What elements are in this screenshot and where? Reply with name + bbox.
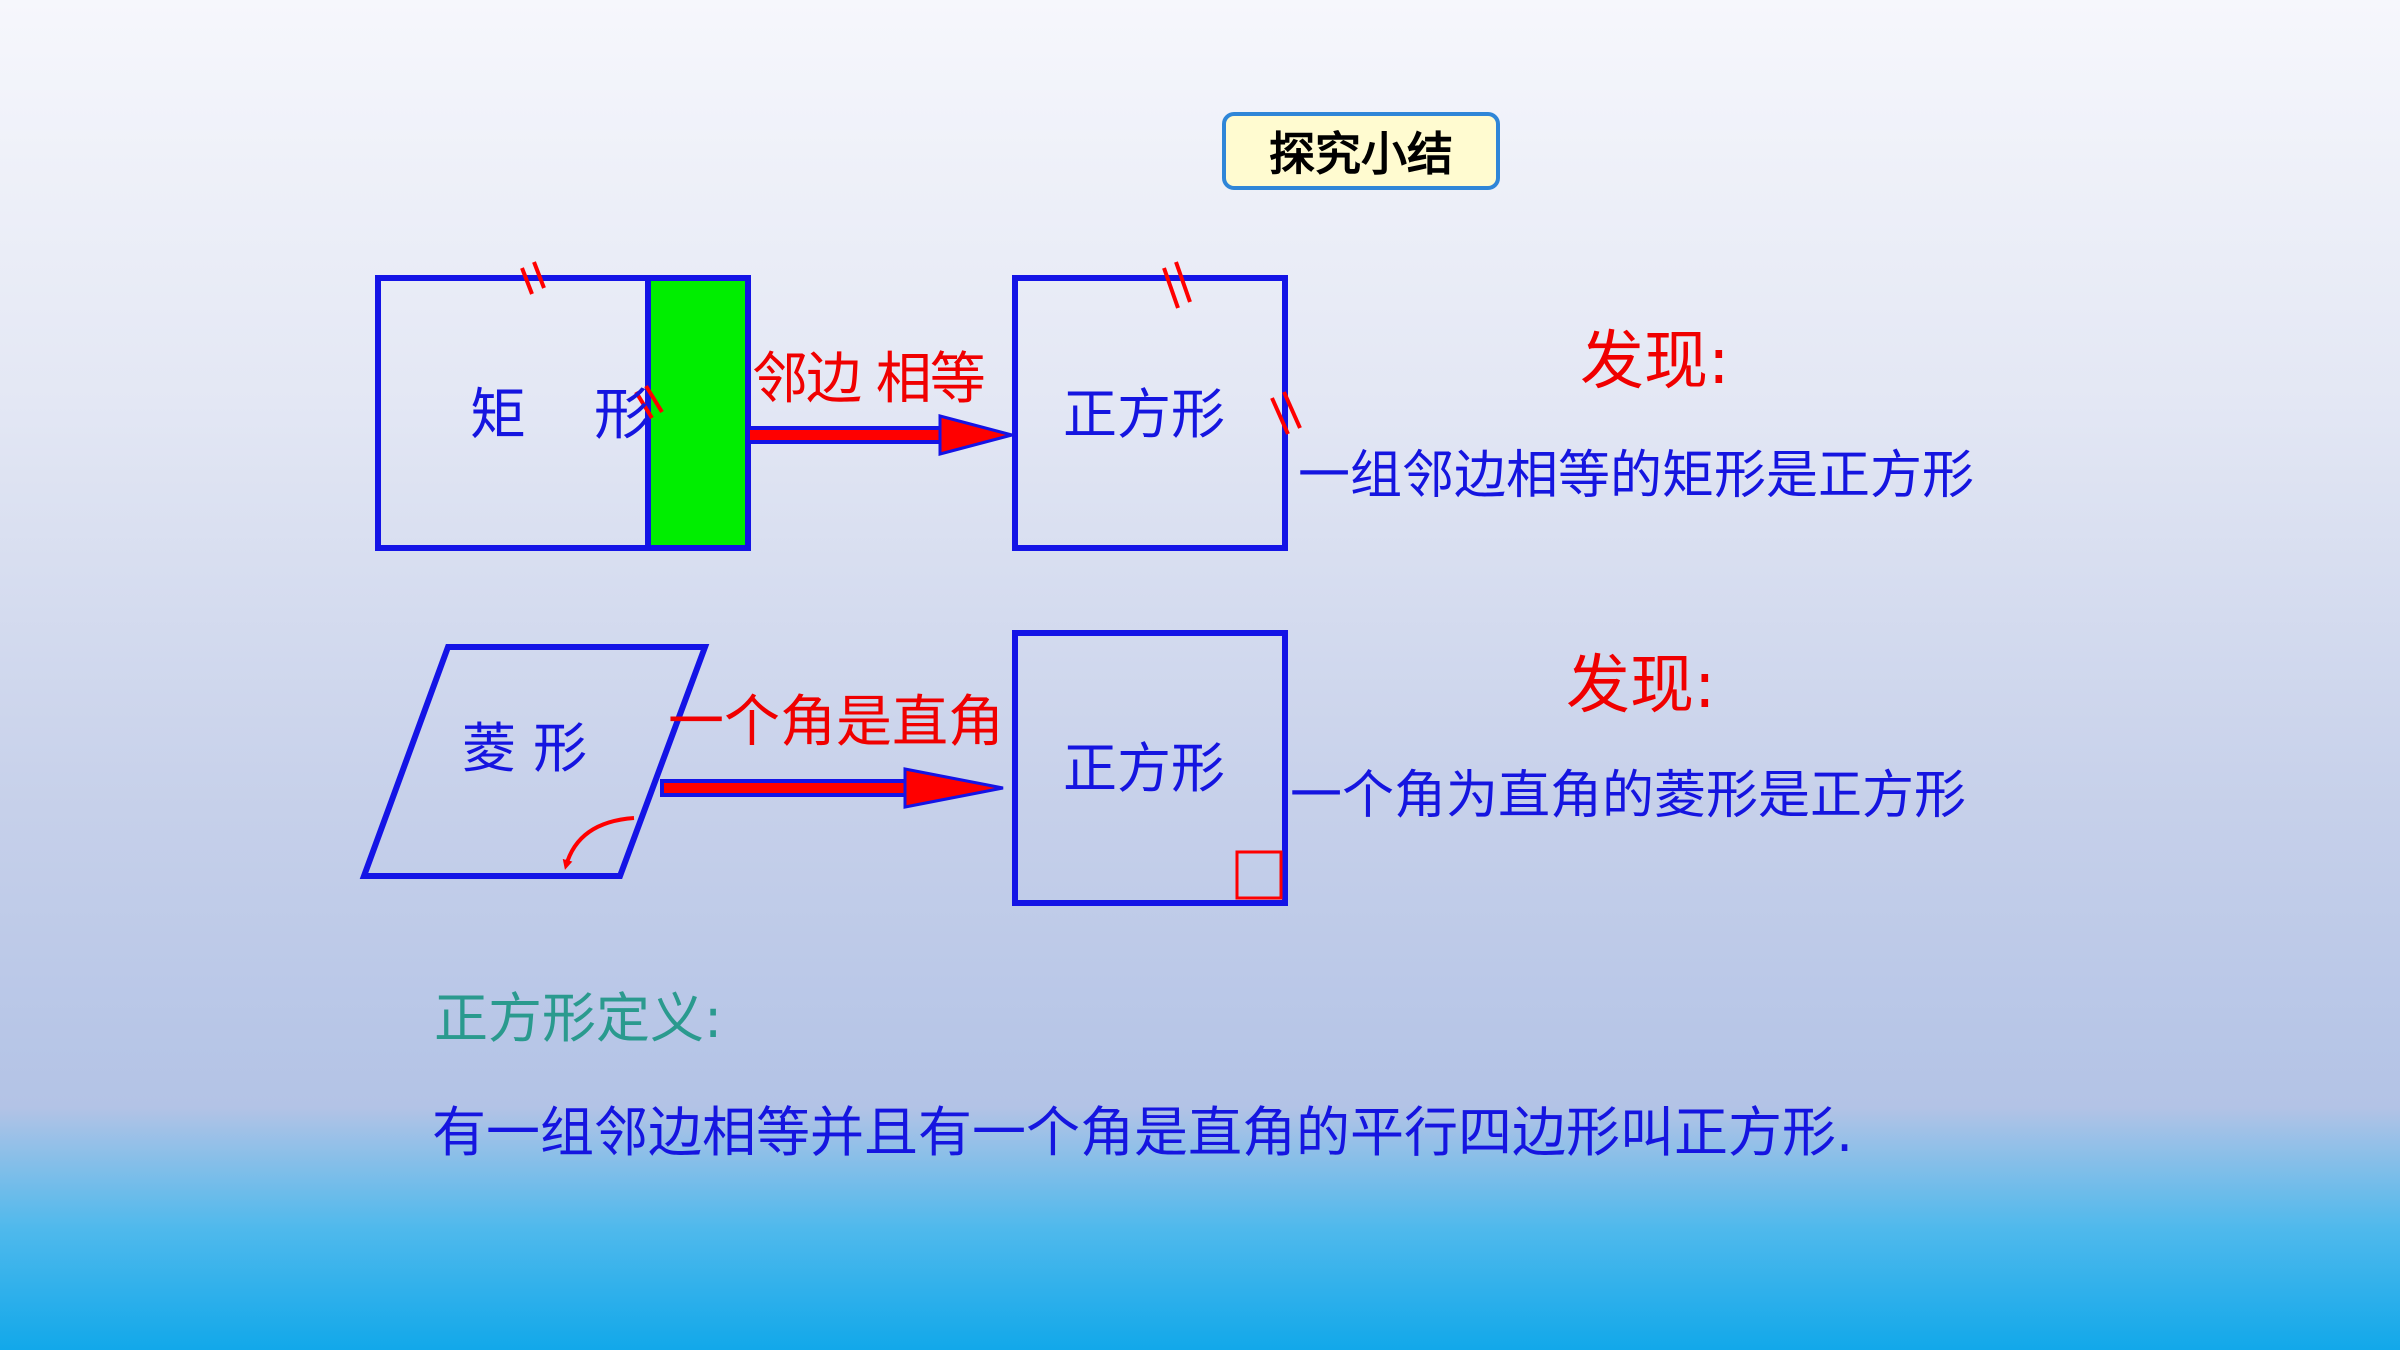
- equal-mark-icon: [634, 384, 664, 420]
- finding-text: 一个角为直角的菱形是正方形: [1290, 766, 1967, 826]
- rectangle-label-right: 形: [594, 383, 650, 448]
- right-arrow-icon: [660, 767, 1004, 809]
- equal-mark-icon: [520, 261, 546, 295]
- definition-title: 正方形定义:: [434, 987, 723, 1050]
- square-label: 正方形: [1063, 737, 1225, 800]
- rhombus-label: 菱 形: [462, 717, 588, 780]
- square-label: 正方形: [1063, 383, 1225, 446]
- green-strip: [645, 275, 751, 551]
- equal-mark-icon: [1162, 261, 1192, 309]
- arrow-label-right-angle: 一个角是直角: [668, 690, 1004, 755]
- right-angle-icon: [1235, 850, 1283, 900]
- arrow-label-adjacent-equal: 邻边 相等: [752, 347, 986, 412]
- finding-title: 发现:: [1580, 325, 1730, 399]
- section-title-badge: 探究小结: [1222, 112, 1500, 190]
- section-title: 探究小结: [1269, 127, 1453, 181]
- equal-mark-icon: [1270, 391, 1302, 435]
- rotation-arrow-icon: [562, 816, 635, 870]
- definition-text: 有一组邻边相等并且有一个角是直角的平行四边形叫正方形.: [432, 1101, 1854, 1164]
- right-arrow-icon: [746, 414, 1018, 456]
- rhombus-shape: [359, 644, 710, 879]
- square-shape: [1012, 275, 1288, 551]
- finding-text: 一组邻边相等的矩形是正方形: [1298, 446, 1975, 506]
- finding-title: 发现:: [1566, 649, 1716, 723]
- square-shape: [1012, 630, 1288, 906]
- rectangle-label-left: 矩: [470, 383, 526, 448]
